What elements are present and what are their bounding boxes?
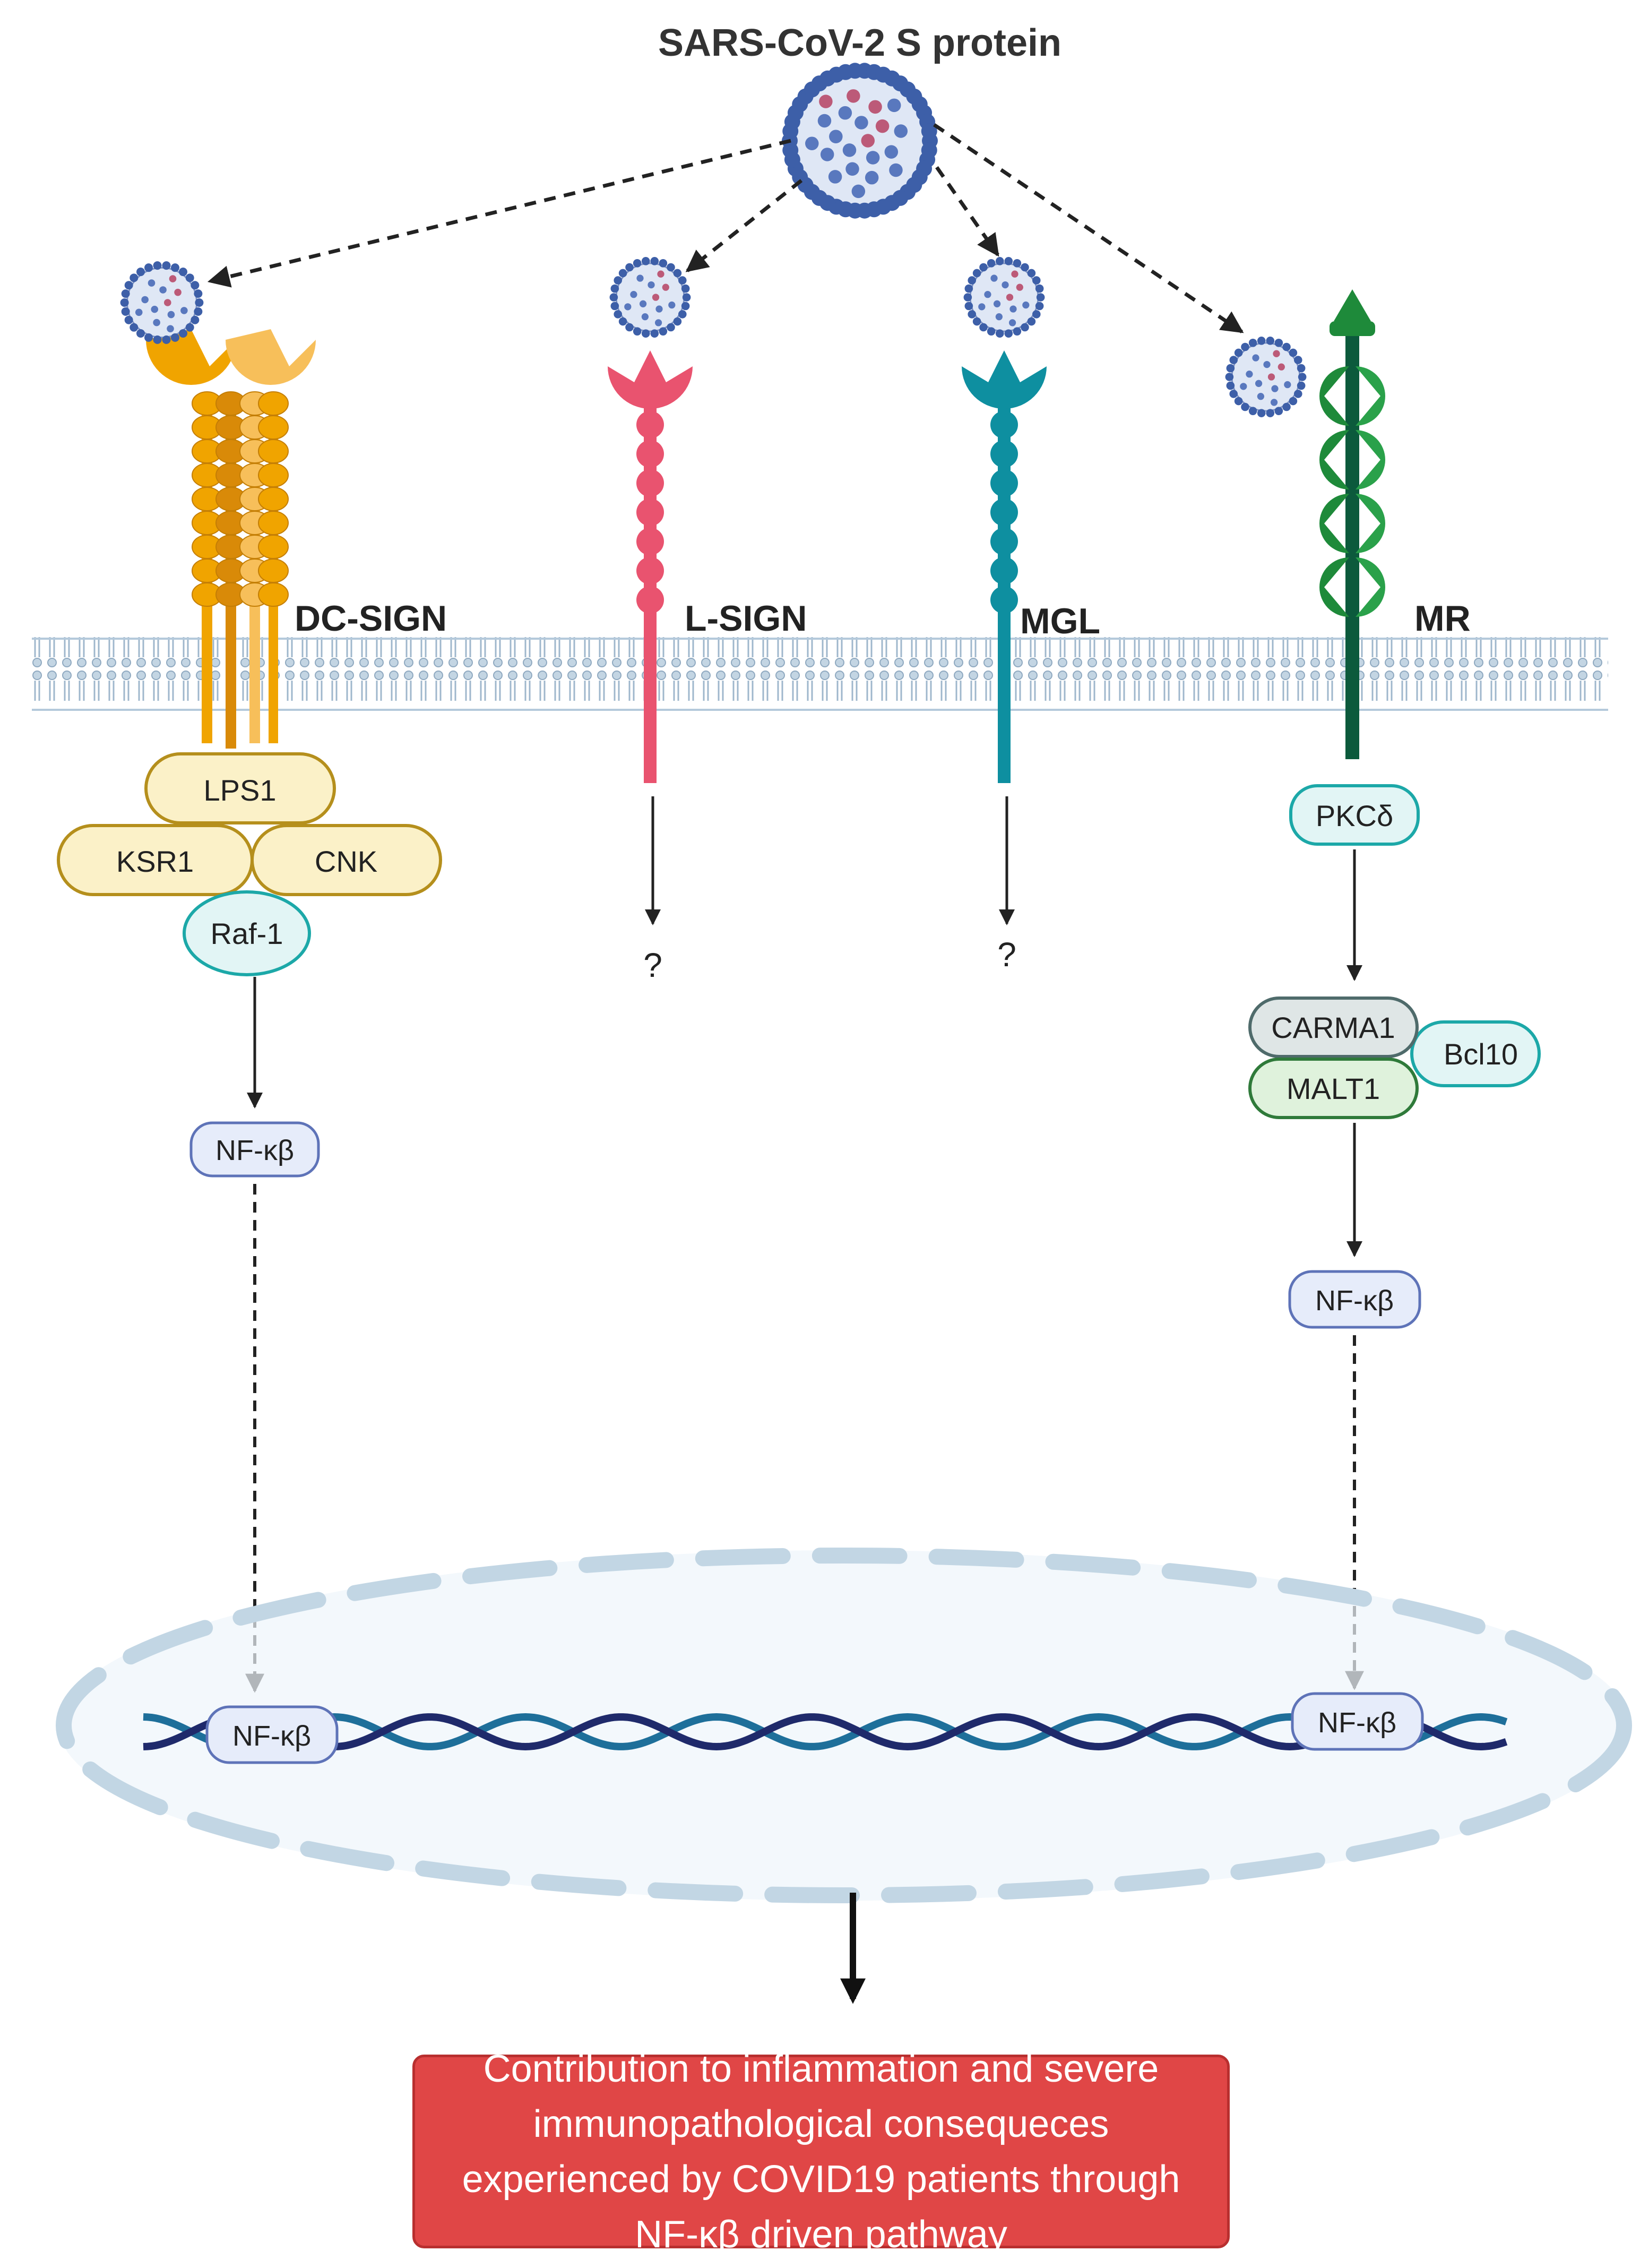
lps1-node (144, 752, 336, 824)
arrow-to-l-sign (685, 179, 803, 272)
nfkb-dna-right-node (1291, 1692, 1424, 1751)
arrow-to-mr (933, 123, 1244, 333)
mr-label: MR (1414, 598, 1471, 639)
svg-text:LPS1: LPS1 (204, 774, 277, 807)
cell-membrane (32, 637, 1608, 711)
mgl-unknown: ? (997, 935, 1016, 974)
svg-text:Raf-1: Raf-1 (211, 917, 283, 950)
svg-text:NF-κβ: NF-κβ (232, 1720, 311, 1752)
malt1-node (1248, 1058, 1419, 1119)
nfkb-dna-left-node (205, 1705, 339, 1764)
arrow-to-dc-sign (207, 139, 791, 288)
cbm-complex: Bcl10 CARMA1 MALT1 (1248, 996, 1541, 1119)
l-sign-label: L-SIGN (685, 598, 807, 639)
svg-text:NF-κβ: NF-κβ (1315, 1285, 1394, 1317)
diagram-title: SARS-CoV-2 S protein (658, 22, 1061, 64)
mgl-label: MGL (1020, 601, 1100, 641)
svg-text:MALT1: MALT1 (1287, 1072, 1380, 1105)
pkcd-node (1289, 784, 1420, 846)
svg-text:PKCδ: PKCδ (1316, 799, 1393, 832)
svg-text:Bcl10: Bcl10 (1444, 1037, 1518, 1071)
dc-sign-receptor (120, 261, 316, 749)
carma1-node (1248, 996, 1419, 1058)
binding-arrows (207, 123, 1244, 333)
outcome-text: Contribution to inflammation and severe … (462, 2047, 1180, 2256)
nfkb-left-node (189, 1121, 320, 1178)
svg-text:NF-κβ: NF-κβ (1318, 1707, 1396, 1739)
svg-text:CNK: CNK (315, 845, 377, 878)
mgl-receptor (962, 257, 1047, 783)
dc-sign-complex: LPS1 KSR1 CNK Raf-1 (57, 752, 442, 976)
nfkb-right-node (1288, 1270, 1421, 1329)
arrow-to-mgl (935, 166, 999, 257)
mr-receptor (1225, 289, 1385, 759)
svg-text:NF-κβ: NF-κβ (215, 1135, 294, 1166)
l-sign-receptor (608, 257, 693, 783)
dc-sign-label: DC-SIGN (295, 598, 447, 639)
main-virus-icon (782, 63, 938, 219)
raf1-node (183, 890, 311, 976)
bcl10-node (1410, 1020, 1541, 1087)
dna-helix (143, 1713, 1508, 1751)
svg-text:KSR1: KSR1 (116, 845, 194, 878)
outcome-box: Contribution to inflammation and severe … (412, 2048, 1230, 2256)
svg-text:CARMA1: CARMA1 (1271, 1011, 1395, 1044)
l-sign-unknown: ? (643, 946, 662, 984)
cnk-node (251, 824, 442, 896)
